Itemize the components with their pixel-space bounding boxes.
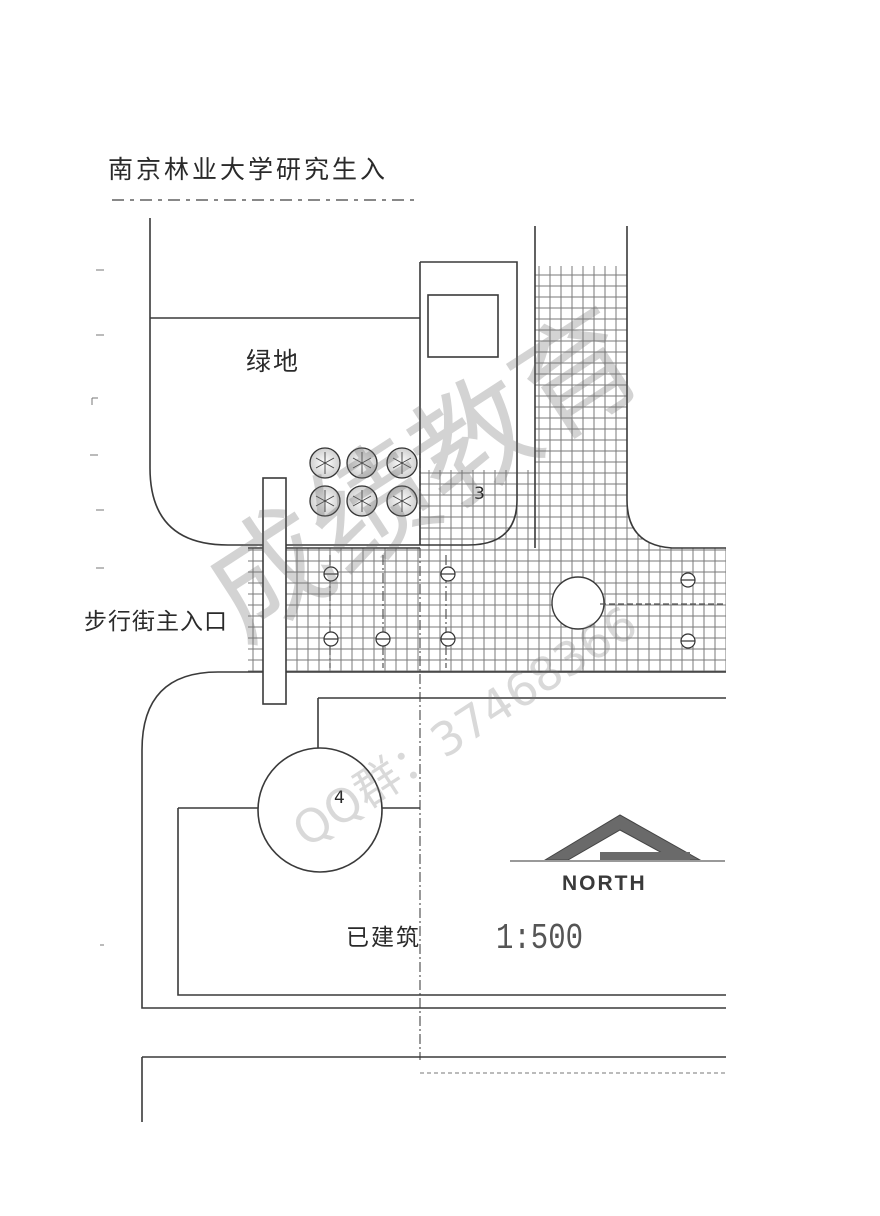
entrance-gate (262, 477, 287, 705)
entrance-label: 步行街主入口 (84, 609, 228, 635)
path-edges (248, 226, 726, 673)
drawing-title: 南京林业大学研究生入 (108, 155, 389, 184)
scale-label: 1:500 (496, 918, 584, 960)
paving-vertical-path (535, 266, 627, 516)
paving-plaza-corner (420, 470, 535, 548)
north-label: NORTH (562, 872, 647, 895)
north-arrow-icon (510, 814, 725, 862)
scan-ticks (90, 269, 104, 946)
paving-junction (535, 500, 672, 548)
point-3-label: 3 (474, 484, 485, 504)
point-4-label: 4 (334, 788, 345, 808)
circle-area-4 (257, 747, 383, 873)
lamp-symbols (323, 566, 696, 649)
plaza-circle (551, 576, 605, 630)
green-space-label: 绿地 (246, 347, 301, 376)
bottom-block (141, 1056, 726, 1122)
building-block (141, 671, 726, 1009)
tree-texture (315, 452, 412, 512)
green-space-block (149, 218, 518, 546)
building-label: 已建筑 (346, 925, 421, 951)
